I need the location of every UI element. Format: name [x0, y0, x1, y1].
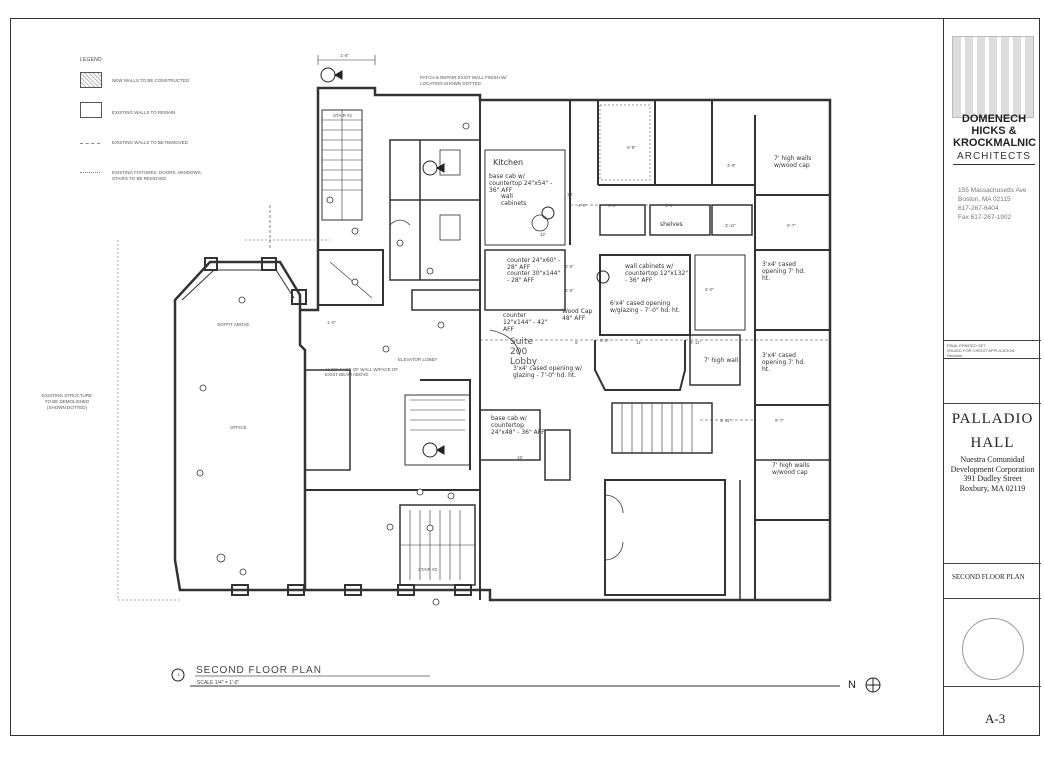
cased-opening-b-note: 3'x4' cased opening 7' hd. ht.	[762, 352, 806, 373]
cased-opening-a-note: 3'x4' cased opening 7' hd. ht.	[762, 261, 806, 282]
north-label: N	[848, 679, 856, 691]
legend-swatch-removed	[80, 143, 100, 144]
dim-label: 13'	[567, 192, 573, 197]
align-note: ALIGN FACE OF WALL W/FACE OF EXIST BEAM …	[325, 367, 399, 377]
legend-swatch-existing	[80, 102, 102, 118]
high-wall-note-2: 7' high walls w/wood cap	[772, 462, 810, 476]
address-line: 617-267-6404	[958, 205, 999, 212]
counter1-note: counter 24"x60" - 28" AFF	[507, 257, 561, 271]
legend-item-new: NEW WALLS TO BE CONSTRUCTED	[112, 78, 190, 83]
dim-label: 15'	[517, 455, 523, 460]
title-block: FINAL PRINTED SET ISSUED FOR CREDIT APPL…	[943, 18, 1041, 736]
firm-name-line: DOMENECH	[961, 113, 1027, 125]
stair2-label: STAIR #2	[418, 567, 438, 572]
legend-swatch-new	[80, 72, 102, 88]
suite-label: Suite 200 Lobby	[510, 337, 538, 367]
legend-title: LEGEND	[80, 57, 102, 63]
client-line: Nuestra Comunidad	[960, 455, 1025, 464]
stair1-label: STAIR #1	[333, 113, 353, 118]
dim-label: 5'-5"	[565, 288, 574, 293]
firm-name-line: KROCKMALNIC	[953, 137, 1037, 149]
firm-name: DOMENECH HICKS & KROCKMALNIC	[953, 113, 1037, 149]
dim-label: 9'-8"	[627, 145, 636, 150]
dim-label: 3'-5"	[565, 264, 574, 269]
plan-number: 1	[177, 672, 180, 677]
firm-address: 155 Massachusetts Ave Boston, MA 02115 6…	[958, 186, 1038, 222]
wall-cabinets-note: wall cabinets	[501, 193, 527, 207]
project-name-line: HALL	[970, 435, 1015, 451]
firm-logo	[952, 36, 1034, 118]
dim-label: 5'	[575, 340, 579, 345]
client-line: Development Corporation	[950, 464, 1035, 474]
sheet-border	[10, 18, 1040, 736]
dim-label: 6'-8"	[665, 203, 674, 208]
legend-item-existing: EXISTING WALLS TO REMAIN	[112, 110, 176, 115]
sheet-number: A-3	[985, 711, 1006, 726]
client-info: Nuestra Comunidad Development Corporatio…	[945, 455, 1040, 493]
dim-label: 3'-9"	[727, 163, 736, 168]
sheet-title: SECOND FLOOR PLAN	[952, 573, 1025, 581]
dim-label: 11'	[636, 340, 642, 345]
dim-label: 9'-7"	[787, 223, 796, 228]
dim-label: 6'-0"	[705, 287, 714, 292]
legend-swatch-fixtures	[80, 172, 100, 173]
legend-item-removed: EXISTING WALLS TO BE REMOVED	[112, 140, 188, 145]
counter3-note: counter 12"x144" - 42" AFF	[503, 312, 548, 333]
office-label: OFFICE	[230, 425, 247, 430]
project-name-line: PALLADIO	[951, 411, 1034, 427]
counter2-note: counter 30"x144" - 28" AFF	[507, 270, 561, 284]
existing-structure-note: EXISTING STRUCTURE TO BE DEMOLISHED (SHO…	[42, 393, 93, 410]
address-line: 155 Massachusetts Ave	[958, 187, 1027, 194]
dim-label: 1'-8"	[340, 53, 349, 58]
firm-name-line: HICKS &	[971, 125, 1017, 137]
high-wall-note-3: 7' high wall	[704, 357, 739, 364]
dim-label: 8'-0"	[600, 338, 609, 343]
wood-cap-note: Wood Cap 48" AFF	[562, 308, 593, 322]
plan-title: SECOND FLOOR PLAN	[196, 665, 322, 676]
plan-scale: SCALE 1/4" = 1'-0"	[197, 680, 240, 686]
soffit-label: SOFFIT ABOVE	[217, 322, 250, 327]
cased-opening-6x4-note: 6'x4' cased opening w/glazing - 7'-0" hd…	[610, 300, 681, 314]
revision-2: ISSUED FOR CREDIT APPLICATION	[947, 348, 1015, 353]
elevator-lobby-label: ELEVATOR LOBBY	[398, 357, 438, 362]
project-name: PALLADIO HALL	[945, 407, 1040, 455]
high-wall-note-1: 7' high walls w/wood cap	[774, 155, 812, 169]
kitchen-base-cab-note: base cab w/ countertop 24"x54" - 36" AFF	[489, 173, 553, 194]
dim-label: 3'-11"	[725, 223, 737, 228]
dim-label: 9'-7"	[775, 418, 784, 423]
legend-item-fixtures: EXISTING FIXTURES, DOORS, WINDOWS, STAIR…	[112, 170, 203, 181]
wall-cab-counter-note: wall cabinets w/ countertop 12"x132" - 3…	[625, 263, 688, 284]
top-note: PATCH & REPAIR EXIST WALL FINISH W/ LOCA…	[420, 75, 507, 86]
address-line: Fax 617-267-1902	[958, 214, 1012, 221]
dim-label: 12'	[540, 232, 546, 237]
architect-seal	[962, 618, 1024, 680]
firm-subtitle: ARCHITECTS	[953, 151, 1035, 165]
dim-label: 1'-0"	[327, 320, 336, 325]
kitchen-label: Kitchen	[493, 158, 524, 167]
address-line: Boston, MA 02115	[958, 196, 1011, 203]
revision-1: FINAL PRINTED SET	[947, 343, 986, 348]
shelves-label: shelves	[660, 221, 683, 228]
dim-label: 3'-11"	[690, 340, 702, 345]
cased-opening-glazing-note: 3'x4' cased opening w/ glazing - 7'-0" h…	[513, 365, 582, 379]
base-cab2-note: base cab w/ countertop 24"x48" - 36" AFF	[491, 415, 545, 436]
dim-label: 4'-0"	[578, 203, 587, 208]
revision-3: Revision	[947, 353, 963, 358]
dim-label: 3'-11"	[720, 418, 732, 423]
client-line: 391 Dudley Street	[963, 474, 1022, 483]
client-line: Roxbury, MA 02119	[959, 483, 1026, 493]
floor-plan	[117, 55, 881, 693]
dim-label: 6'-8"	[608, 203, 617, 208]
